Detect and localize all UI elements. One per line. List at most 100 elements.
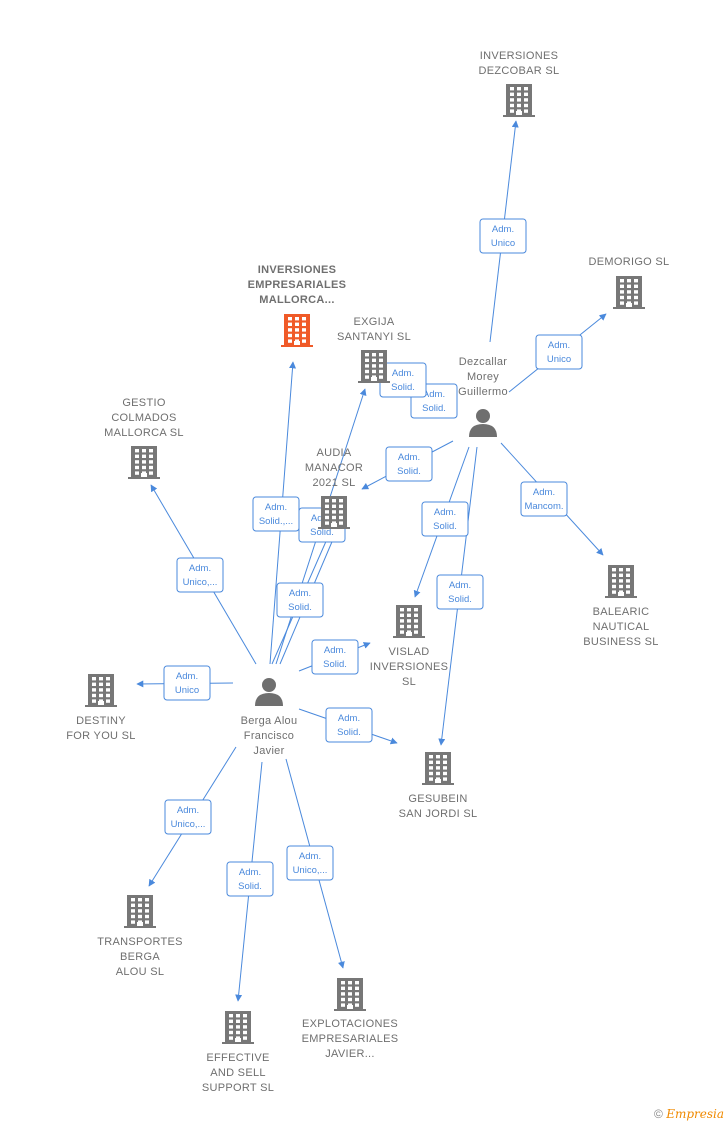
role-badge	[520, 481, 568, 517]
role-label-berga-inv_emp[interactable]: Adm.Solid.,...	[252, 496, 300, 532]
role-text: Adm.	[434, 507, 456, 518]
node-exgija[interactable]: EXGIJA SANTANYI SL	[337, 316, 411, 383]
node-label: FOR YOU SL	[66, 730, 135, 742]
role-text: Solid.	[448, 594, 472, 605]
node-label: MANACOR	[305, 462, 363, 474]
node-label: JAVIER...	[325, 1048, 375, 1060]
node-demorigo[interactable]: DEMORIGO SL	[589, 256, 670, 309]
role-badge	[325, 707, 373, 743]
role-text: Unico,...	[293, 865, 328, 876]
node-explot[interactable]: EXPLOTACIONES EMPRESARIALES JAVIER...	[302, 978, 399, 1060]
node-inv_emp[interactable]: INVERSIONESEMPRESARIALESMALLORCA...	[248, 264, 347, 347]
node-label: Morey	[467, 371, 499, 383]
role-label-dezcallar-inv_dez[interactable]: Adm.Unico	[479, 218, 527, 254]
role-label-berga-effective[interactable]: Adm.Solid.	[226, 861, 274, 897]
building-icon	[318, 496, 350, 529]
role-label-berga-gestio[interactable]: Adm. Unico,...	[176, 557, 224, 593]
node-audia[interactable]: AUDIA MANACOR 2021 SL	[305, 447, 363, 529]
role-badge	[276, 582, 324, 618]
role-text: Solid.	[337, 727, 361, 738]
building-icon	[222, 1011, 254, 1044]
role-label-dezcallar-audia[interactable]: Adm.Solid.	[385, 446, 433, 482]
node-label: EXGIJA	[354, 316, 395, 328]
building-icon	[124, 895, 156, 928]
role-badge	[311, 639, 359, 675]
node-label: EMPRESARIALES	[302, 1033, 399, 1045]
node-label: Javier	[253, 745, 284, 757]
role-label-berga-audia-secondary[interactable]: Adm.Solid.	[276, 582, 324, 618]
role-label-dezcallar-balearic[interactable]: Adm.Mancom.	[520, 481, 568, 517]
role-badge	[286, 845, 334, 881]
role-label-dezcallar-demorigo[interactable]: Adm.Unico	[535, 334, 583, 370]
role-badge	[479, 218, 527, 254]
role-badge	[176, 557, 224, 593]
node-label: AND SELL	[210, 1067, 266, 1079]
role-text: Unico	[547, 354, 571, 365]
node-label: DEZCOBAR SL	[479, 65, 560, 77]
node-label: SUPPORT SL	[202, 1082, 274, 1094]
node-label: GESTIO	[122, 397, 166, 409]
node-label: TRANSPORTES	[97, 936, 183, 948]
role-text: Adm.	[338, 713, 360, 724]
role-text: Adm.	[176, 671, 198, 682]
node-label: BERGA	[120, 951, 160, 963]
node-label: SL	[402, 676, 416, 688]
role-text: Mancom.	[524, 501, 563, 512]
building-icon	[358, 350, 390, 383]
building-icon	[128, 446, 160, 479]
node-label: Guillermo	[458, 386, 508, 398]
building-icon	[503, 84, 535, 117]
node-label: VISLAD	[389, 646, 430, 658]
role-text: Solid.	[397, 466, 421, 477]
node-label: Berga Alou	[241, 715, 298, 727]
role-text: Adm.	[423, 389, 445, 400]
node-label: INVERSIONES	[258, 264, 337, 276]
node-label: EMPRESARIALES	[248, 279, 347, 291]
building-icon	[281, 314, 313, 347]
role-label-berga-transportes[interactable]: Adm.Unico,...	[164, 799, 212, 835]
brand-name: Empresia	[666, 1107, 724, 1121]
role-text: Solid.	[323, 659, 347, 670]
person-icon	[469, 409, 497, 437]
role-text: Adm.	[449, 580, 471, 591]
nodes-layer: INVERSIONESEMPRESARIALESMALLORCA...INVER…	[66, 50, 669, 1094]
role-text: Solid.	[433, 521, 457, 532]
role-label-berga-destiny[interactable]: Adm. Unico	[163, 665, 211, 701]
role-text: Unico	[175, 685, 199, 696]
node-label: Francisco	[244, 730, 294, 742]
role-badge	[226, 861, 274, 897]
node-label: EFFECTIVE	[206, 1052, 269, 1064]
role-text: Unico,...	[183, 577, 218, 588]
role-label-berga-vislad[interactable]: Adm. Solid.	[311, 639, 359, 675]
node-label: EXPLOTACIONES	[302, 1018, 398, 1030]
role-text: Adm.	[324, 645, 346, 656]
node-label: AUDIA	[316, 447, 351, 459]
node-label: MALLORCA SL	[104, 427, 184, 439]
node-label: BALEARIC	[593, 606, 650, 618]
role-text: Adm.	[189, 563, 211, 574]
node-label: DEMORIGO SL	[589, 256, 670, 268]
role-text: Solid.	[310, 527, 334, 538]
role-label-berga-explot[interactable]: Adm.Unico,...	[286, 845, 334, 881]
node-label: 2021 SL	[312, 477, 355, 489]
node-effective[interactable]: EFFECTIVE AND SELL SUPPORT SL	[202, 1011, 274, 1094]
role-text: Adm.	[392, 368, 414, 379]
role-label-berga-gesubein[interactable]: Adm. Solid.	[325, 707, 373, 743]
node-label: SAN JORDI SL	[399, 808, 478, 820]
role-text: Unico	[491, 238, 515, 249]
role-text: Adm.	[177, 805, 199, 816]
role-label-dezcallar-vislad[interactable]: Adm. Solid.	[421, 501, 469, 537]
role-text: Adm.	[265, 502, 287, 513]
role-text: Solid.	[391, 382, 415, 393]
node-label: SANTANYI SL	[337, 331, 411, 343]
role-label-dezcallar-gesubein[interactable]: Adm. Solid.	[436, 574, 484, 610]
